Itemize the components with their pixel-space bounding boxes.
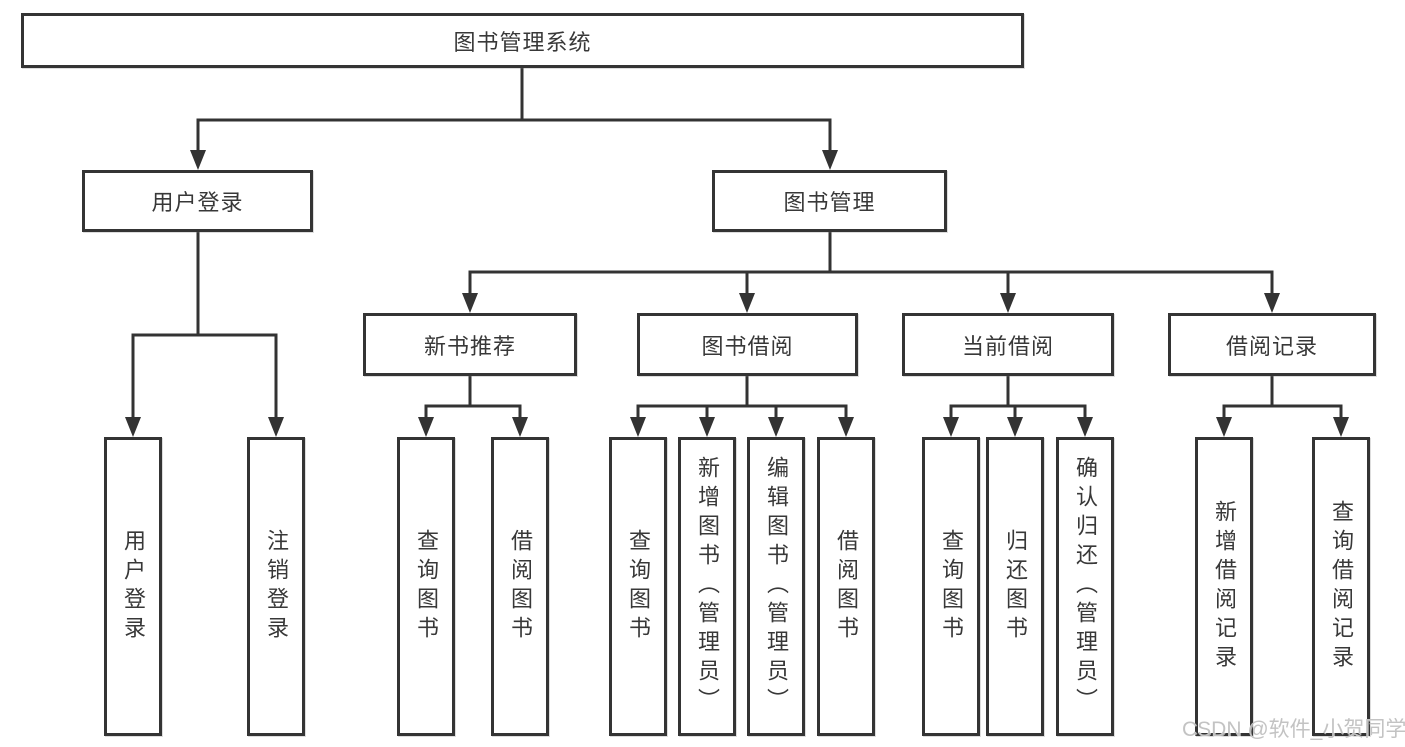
leaf-add-books-admin-label: 新增图书（管理员）	[695, 456, 720, 717]
leaf-add-books-admin: 新增图书（管理员）	[678, 437, 736, 736]
node-user-login: 用户登录	[82, 170, 313, 232]
leaf-borrow-books-recommend: 借阅图书	[491, 437, 549, 736]
leaf-add-borrow-record-label: 新增借阅记录	[1212, 499, 1237, 674]
node-new-book-recommend-label: 新书推荐	[423, 333, 516, 359]
arrowhead-down-icon	[1077, 417, 1093, 437]
arrowhead-down-icon	[268, 417, 284, 437]
leaf-user-login-label: 用户登录	[121, 528, 146, 645]
arrowhead-down-icon	[1264, 293, 1280, 313]
arrowhead-down-icon	[1000, 293, 1016, 313]
node-user-login-label: 用户登录	[151, 190, 244, 215]
arrowhead-down-icon	[630, 417, 646, 437]
arrowhead-down-icon	[512, 417, 528, 437]
leaf-query-books-borrow-label: 查询图书	[626, 528, 651, 645]
leaf-return-books: 归还图书	[986, 437, 1044, 736]
leaf-borrow-books: 借阅图书	[817, 437, 875, 736]
leaf-return-books-label: 归还图书	[1003, 528, 1028, 645]
node-book-borrow-label: 图书借阅	[701, 333, 794, 359]
leaf-confirm-return-admin-label: 确认归还（管理员）	[1073, 456, 1098, 717]
arrowhead-down-icon	[1216, 417, 1232, 437]
leaf-query-books-current-label: 查询图书	[939, 528, 964, 645]
arrowhead-down-icon	[838, 417, 854, 437]
leaf-user-login: 用户登录	[104, 437, 162, 736]
connector-path	[131, 66, 1343, 423]
arrowhead-down-icon	[125, 417, 141, 437]
leaf-logout-label: 注销登录	[264, 528, 289, 645]
node-book-management: 图书管理	[712, 170, 947, 232]
watermark: CSDN @软件_小贺同学	[1182, 718, 1405, 741]
arrowhead-down-icon	[943, 417, 959, 437]
leaf-add-borrow-record: 新增借阅记录	[1195, 437, 1253, 736]
arrowhead-down-icon	[768, 417, 784, 437]
arrowhead-down-icon	[418, 417, 434, 437]
arrowhead-down-icon	[190, 150, 206, 170]
arrowhead-down-icon	[739, 293, 755, 313]
node-borrow-records: 借阅记录	[1168, 313, 1376, 376]
arrowhead-down-icon	[1333, 417, 1349, 437]
leaf-edit-books-admin: 编辑图书（管理员）	[747, 437, 805, 736]
leaf-query-books-recommend: 查询图书	[397, 437, 455, 736]
node-current-borrow: 当前借阅	[902, 313, 1114, 376]
node-current-borrow-label: 当前借阅	[961, 333, 1054, 359]
node-borrow-records-label: 借阅记录	[1225, 333, 1318, 359]
leaf-query-books-borrow: 查询图书	[609, 437, 667, 736]
leaf-query-borrow-record: 查询借阅记录	[1312, 437, 1370, 736]
leaf-query-borrow-record-label: 查询借阅记录	[1329, 499, 1354, 674]
node-root-label: 图书管理系统	[453, 29, 592, 55]
leaf-edit-books-admin-label: 编辑图书（管理员）	[764, 456, 789, 717]
arrowhead-down-icon	[822, 150, 838, 170]
arrowhead-down-icon	[1007, 417, 1023, 437]
node-book-borrow: 图书借阅	[637, 313, 858, 376]
leaf-confirm-return-admin: 确认归还（管理员）	[1056, 437, 1114, 736]
leaf-query-books-current: 查询图书	[922, 437, 980, 736]
arrowhead-down-icon	[462, 293, 478, 313]
leaf-borrow-books-label: 借阅图书	[834, 528, 859, 645]
leaf-logout: 注销登录	[247, 437, 305, 736]
node-book-management-label: 图书管理	[783, 190, 876, 215]
node-root: 图书管理系统	[21, 13, 1024, 68]
arrowhead-down-icon	[699, 417, 715, 437]
node-new-book-recommend: 新书推荐	[363, 313, 577, 376]
leaf-query-books-recommend-label: 查询图书	[414, 528, 439, 645]
leaf-borrow-books-recommend-label: 借阅图书	[508, 528, 533, 645]
